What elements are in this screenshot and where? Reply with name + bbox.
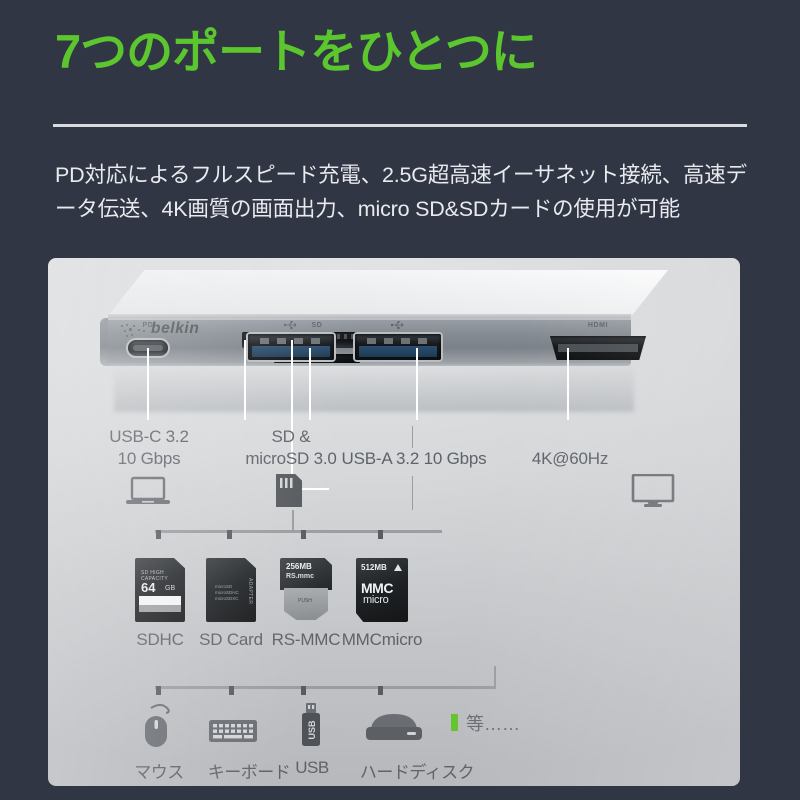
sd-card-graphic: microSD microSDHC microSDXC ADAPTER [206,558,256,622]
sd-card-adapter-text: ADAPTER [247,578,253,605]
peripheral-label-usb: USB [295,758,329,777]
rsmmc-foot-text: PUSH [298,598,312,604]
card-bracket-tick-3 [301,530,306,539]
device-top-edge [108,314,632,319]
belkin-wordmark: belkin [151,320,200,337]
mmcmicro-arrow-icon [394,564,402,571]
hdmi-contact-bar [558,344,638,352]
peripheral-bracket-stem [494,666,496,688]
leader-line-sd-horiz [291,488,329,490]
caption-usb-c: USB-C 3.2 10 Gbps [84,426,214,470]
sdhc-sub-text: SD HIGH CAPACITY [141,570,169,582]
memory-card-label-sdhc: SDHC [136,630,184,649]
sdhc-card-graphic: SD HIGH CAPACITY 64 GB [135,558,185,622]
caption-sd-line1: SD & [271,427,311,446]
peripheral-bracket-tick-4 [378,686,383,695]
memory-card-mmcmicro: 512MB MMC micro MMCmicro [342,558,422,649]
port-usb-a-2 [355,334,441,360]
peripheral-label-mouse: マウス [134,763,184,782]
usb-icon-1 [283,320,297,330]
leader-line-usb-a-tick-top [412,426,413,448]
subtitle-line-1: PD対応によるフルスピード充電、2.5G超高速イーサネット接続、高速デ [55,163,747,187]
caption-usb-c-line1: USB-C 3.2 [109,427,189,446]
memory-card-label-sd: SD Card [199,630,263,649]
memory-card-rsmmc: 256MB RS.mmc PUSH RS-MMC [272,558,341,649]
header: 7つのポートをひとつに PD対応によるフルスピード充電、2.5G超高速イーサネッ… [0,0,800,250]
device-reflection [114,366,634,412]
sdhc-label-strip [139,596,181,612]
header-subtitle: PD対応によるフルスピード充電、2.5G超高速イーサネット接続、高速デ ータ伝送… [55,158,755,226]
card-bracket-tick-2 [227,530,232,539]
mmcmicro-line1: MMC [361,580,393,596]
usb-a-2-contacts [367,338,429,344]
mmcmicro-capacity: 512MB [361,563,387,572]
hard-disk-icon [366,714,422,740]
product-panel: belkin PD SD HDMI [48,258,740,786]
rsmmc-capacity: 256MB [286,562,312,571]
peripheral-bracket-tick-3 [301,686,306,695]
caption-sd: SD & microSD 3.0 [226,426,356,470]
leader-line-usb-a-1 [309,348,311,420]
device-top-surface [108,270,668,316]
peripheral-label-keyboard: キーボード [207,763,291,782]
usb-drive-icon: USB [302,703,320,746]
belkin-logo: belkin [120,320,240,342]
leader-line-sd [244,340,246,420]
memory-card-sdhc: SD HIGH CAPACITY 64 GB SDHC [135,558,185,649]
leader-line-usb-a-tick-bottom [412,476,413,510]
card-bracket-horizontal [155,530,442,533]
belkin-mark-icon [120,324,146,339]
keyboard-icon [209,720,257,742]
leader-line-usb-c [147,348,149,420]
usb-hub-device: belkin PD SD HDMI [70,270,670,412]
rsmmc-card-top [280,558,332,590]
caption-sd-line2: microSD 3.0 [245,449,337,468]
leader-line-sd-vert [291,340,293,490]
card-bracket-tick-1 [156,530,161,539]
mmcmicro-line2: micro [363,594,389,606]
port-marking-sd: SD [311,322,323,329]
peripheral-bracket-horizontal [155,686,496,689]
peripheral-bracket-tick-2 [229,686,234,695]
memory-card-label-mmcmicro: MMCmicro [341,630,423,649]
caption-usb-a: USB-A 3.2 10 Gbps [324,448,504,470]
sd-card-sub-text: microSD microSDHC microSDXC [215,584,239,601]
etc-note-text: 等…… [466,714,520,734]
port-marking-pd: PD [142,322,154,329]
caption-usb-c-line2: 10 Gbps [117,449,181,468]
rsmmc-type: RS.mmc [286,573,315,580]
usb-icon-2 [390,320,404,330]
rsmmc-card-graphic: 256MB RS.mmc PUSH [280,558,332,620]
caption-hdmi: 4K@60Hz [510,448,630,470]
rsmmc-card-bottom [284,588,328,620]
peripheral-label-harddisk: ハードディスク [359,763,475,782]
port-marking-hdmi: HDMI [587,322,609,329]
laptop-icon [126,476,170,504]
memory-card-sd: microSD microSDHC microSDXC ADAPTER SD C… [199,558,263,649]
card-bracket-stem [292,510,294,532]
sdhc-capacity-unit: GB [165,585,176,592]
page-title: 7つのポートをひとつに [55,25,538,78]
leader-line-hdmi [567,348,569,420]
memory-card-label-rsmmc: RS-MMC [271,630,341,649]
leader-line-usb-a-2 [416,348,418,420]
caption-hdmi-line1: 4K@60Hz [531,449,609,468]
caption-usb-a-line1: USB-A 3.2 10 Gbps [341,449,487,468]
mmcmicro-card-graphic: 512MB MMC micro [356,558,408,622]
usb-a-2-tongue [359,346,437,357]
peripheral-bracket-tick-1 [156,686,161,695]
sdhc-capacity: 64 [141,580,156,595]
card-bracket-tick-4 [378,530,383,539]
monitor-icon [631,474,675,507]
header-divider [53,124,747,127]
mouse-icon [145,704,170,747]
port-hdmi [550,336,646,360]
etc-green-chip-icon [451,714,458,731]
subtitle-line-2: ータ伝送、4K画質の画面出力、micro SD&SDカードの使用が可能 [55,197,680,221]
svg-text:USB: USB [307,720,317,740]
sd-card-icon [276,474,302,507]
